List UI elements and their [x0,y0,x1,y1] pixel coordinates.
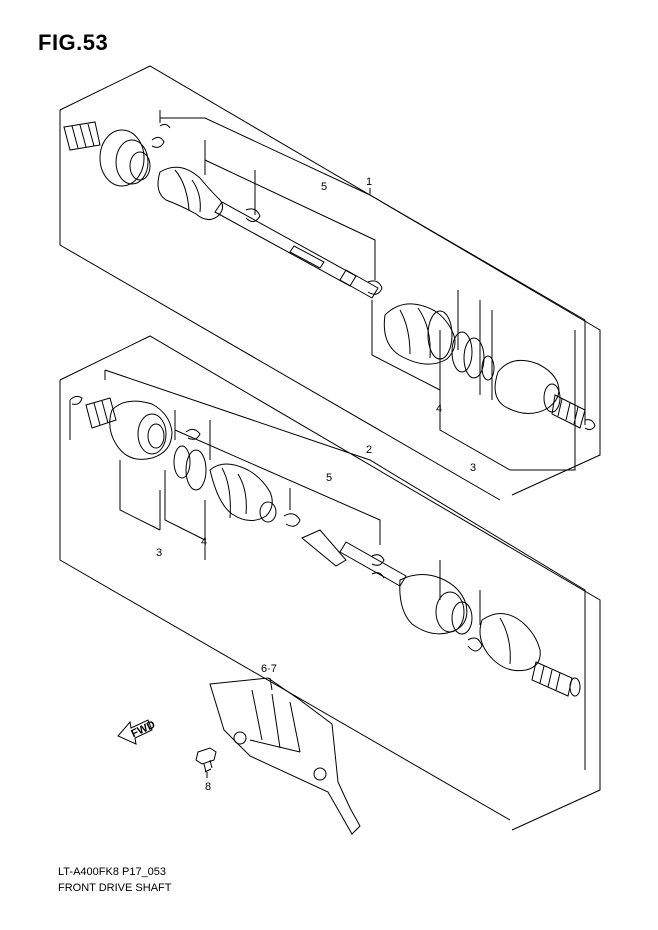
callout-lower-boot: 4 [201,536,207,548]
callout-lower-shaft: 5 [326,472,332,484]
callout-upper-shaft: 5 [321,181,327,193]
callout-guard: 6·7 [261,663,277,675]
diagram-name: FRONT DRIVE SHAFT [58,882,172,894]
bolt-icon [195,747,217,778]
callout-lower-boot-kit: 3 [156,547,162,559]
callout-upper-boot-kit: 3 [470,462,476,474]
fwd-label: FWD [129,719,157,740]
lower-shaft-parts [69,395,581,697]
callout-bolt: 8 [205,781,211,793]
fwd-arrow-icon [117,719,153,745]
skid-guard-plate [209,677,361,835]
upper-shaft-parts [63,121,596,431]
callout-upper-boot: 4 [436,403,442,415]
lower-assembly-frame [59,335,601,831]
upper-assembly-frame [59,65,601,501]
model-code: LT-A400FK8 P17_053 [58,866,167,878]
callout-lower-assembly: 2 [366,444,372,456]
callout-upper-assembly: 1 [366,176,372,188]
figure-title: FIG.53 [38,30,109,55]
